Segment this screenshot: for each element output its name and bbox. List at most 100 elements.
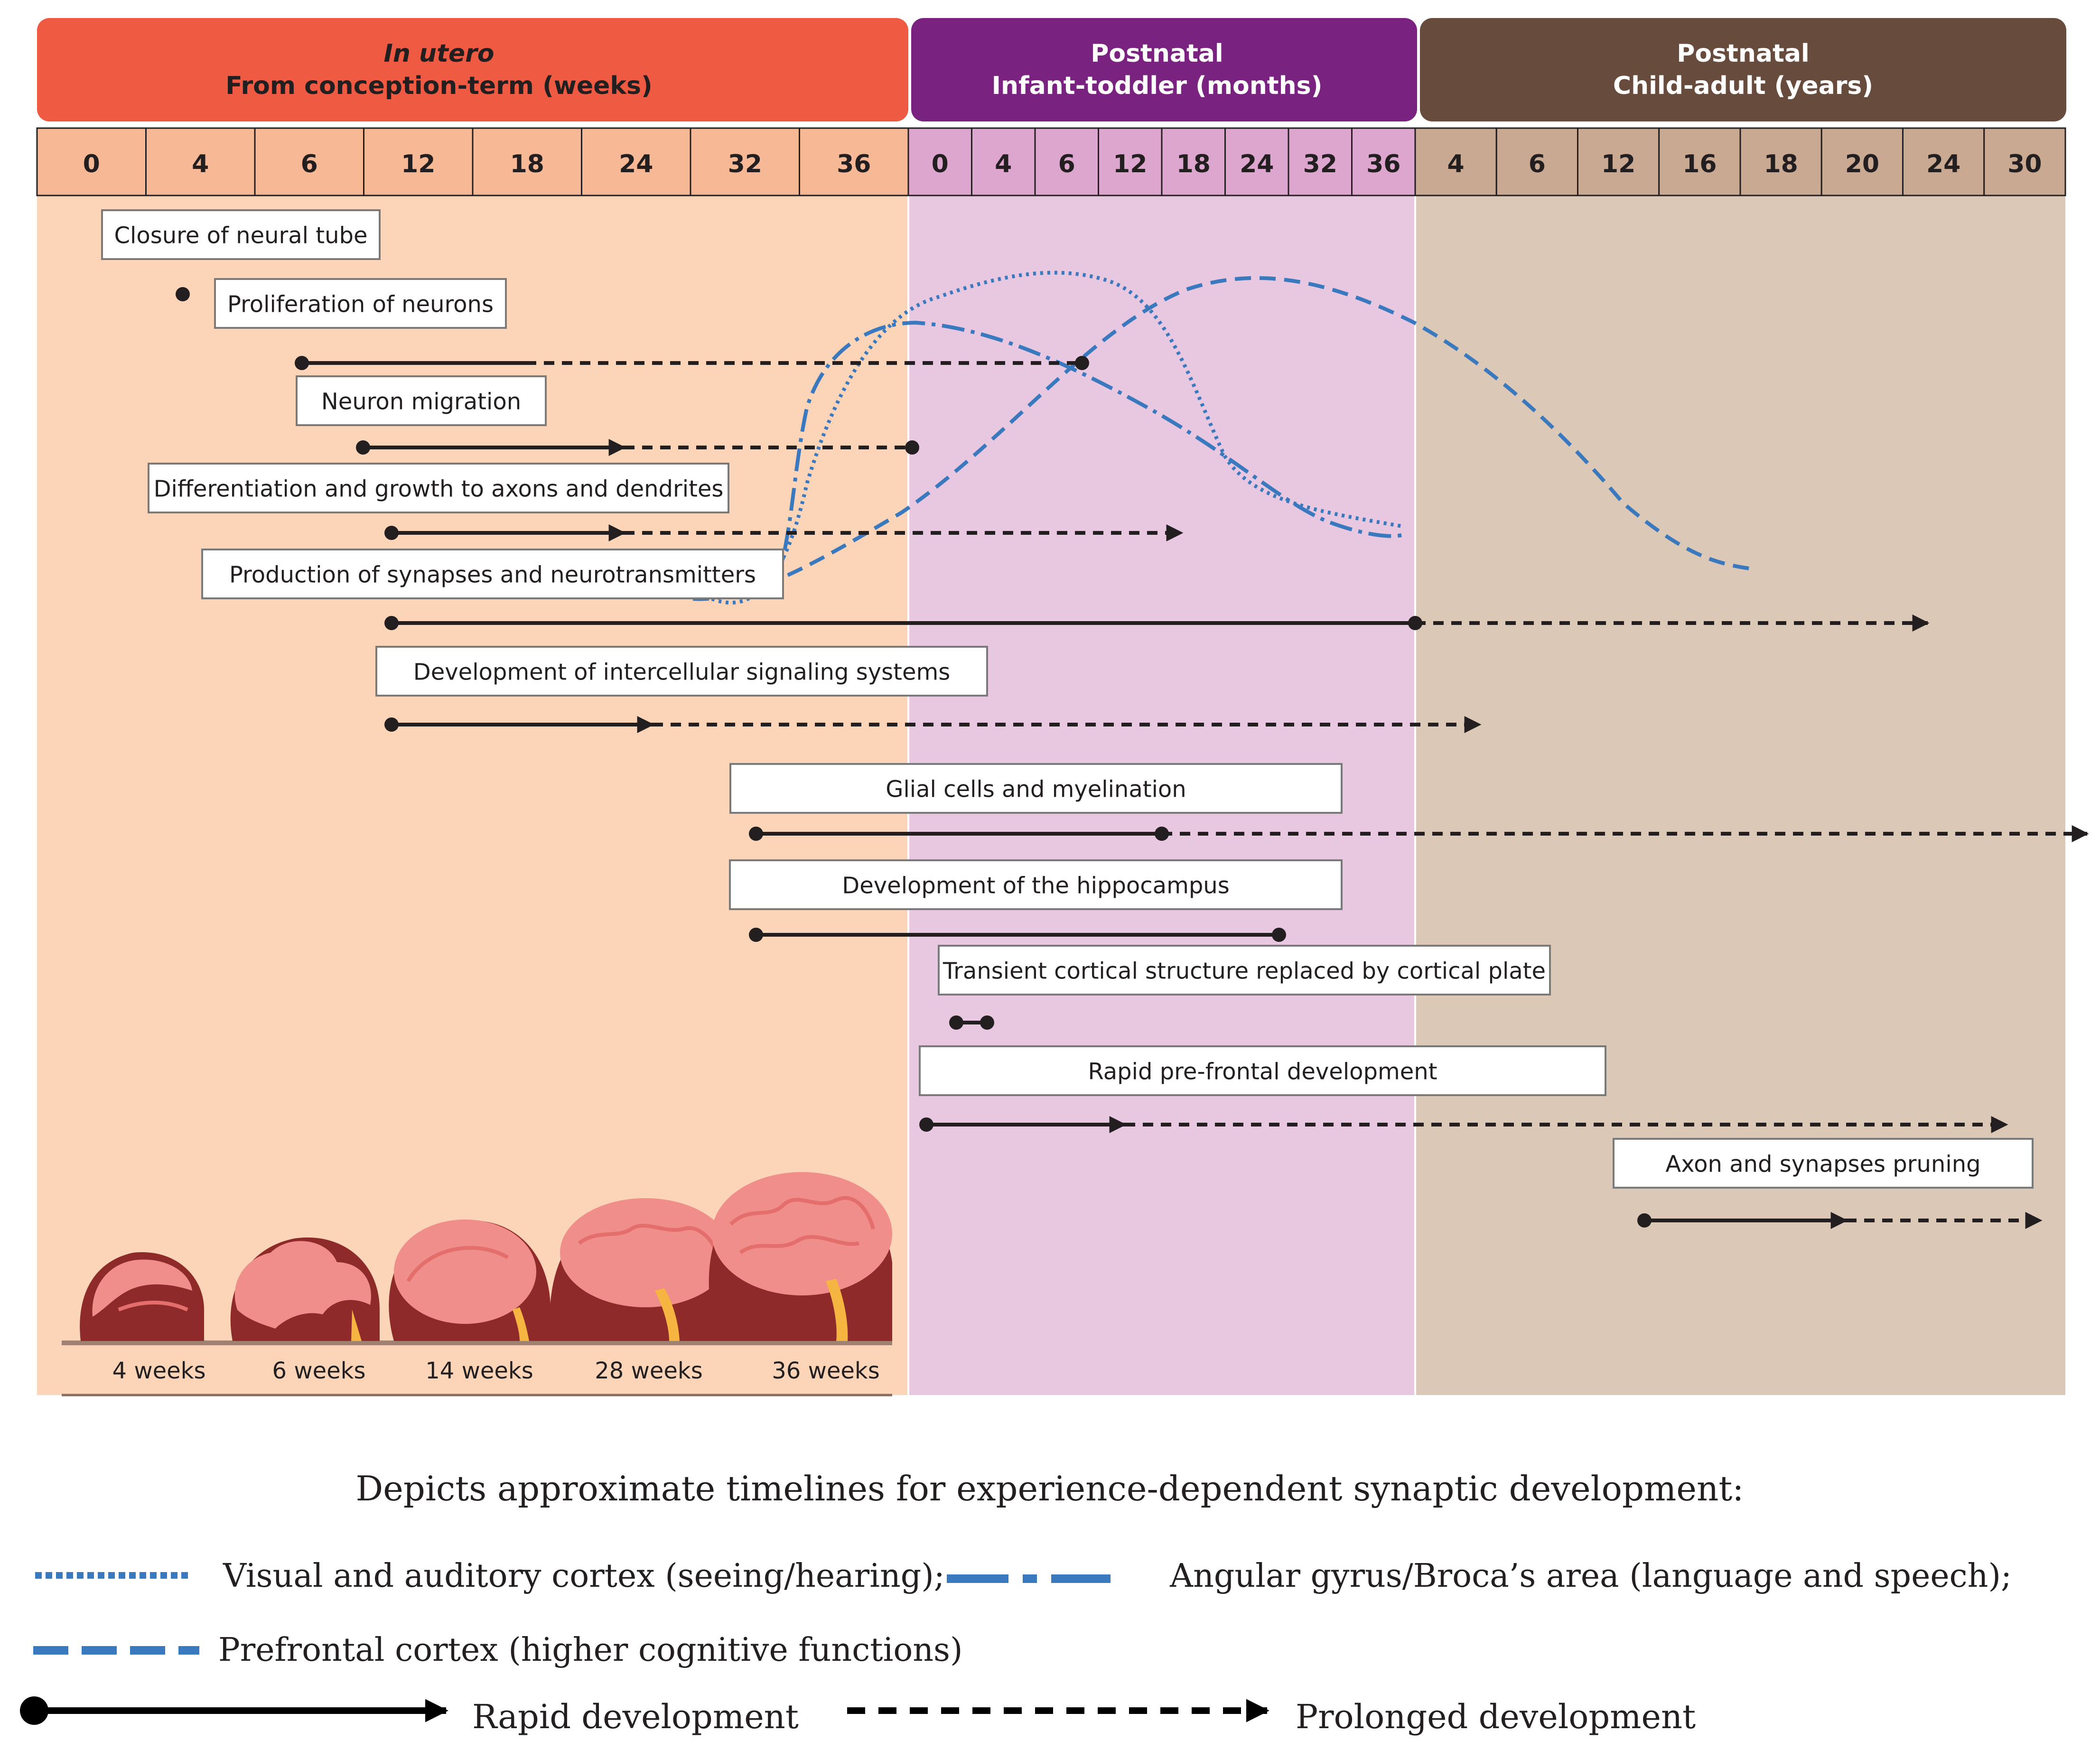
- legend: Depicts approximate timelines for experi…: [20, 1469, 2012, 1736]
- scale-tick-label: 18: [510, 150, 544, 178]
- scale-cell-utero: [690, 127, 800, 196]
- scale-cell-utero: [581, 127, 691, 196]
- process-item: Development of intercellular signaling s…: [375, 646, 1482, 733]
- scale-cell-utero: [799, 127, 909, 196]
- scale-cell-infant: [1351, 127, 1416, 196]
- process-label: Rapid pre-frontal development: [1088, 1059, 1437, 1085]
- scale-cell-infant: [1161, 127, 1226, 196]
- scale-cell-child: [1820, 127, 1904, 196]
- scale-cell-infant: [1288, 127, 1353, 196]
- scale-tick-label: 0: [932, 150, 949, 178]
- bar-start-dot: [949, 1015, 963, 1030]
- process-label-box: [201, 549, 784, 599]
- scale-tick-label: 30: [2007, 150, 2042, 178]
- scale-tick-label: 6: [1529, 150, 1546, 178]
- child-background: [1415, 195, 2065, 1395]
- process-item: Closure of neural tube: [101, 209, 381, 301]
- scale-tick-label: 18: [1176, 150, 1211, 178]
- scale-tick-label: 24: [619, 150, 653, 178]
- header-child-line1: Postnatal: [1677, 39, 1810, 68]
- header-utero-line2: From conception-term (weeks): [225, 72, 652, 100]
- scale-cell-utero: [36, 127, 147, 196]
- legend-prefrontal-label: Prefrontal cortex (higher cognitive func…: [218, 1631, 962, 1669]
- scale-tick-label: 24: [1926, 150, 1960, 178]
- scale-cell-child: [1658, 127, 1741, 196]
- process-label: Transient cortical structure replaced by…: [943, 958, 1546, 985]
- process-label-box: [214, 278, 507, 329]
- header-child-line2: Child-adult (years): [1613, 72, 1873, 100]
- process-item: Axon and synapses pruning: [1613, 1138, 2043, 1229]
- bar-start-dot: [1637, 1213, 1652, 1228]
- process-label-box: [729, 859, 1343, 910]
- process-label-box: [729, 763, 1343, 814]
- bar-start-dot: [749, 928, 763, 942]
- brain-28-weeks: [550, 1198, 740, 1341]
- bar-start-dot: [749, 827, 763, 841]
- bar-start-dot: [295, 356, 309, 370]
- brain-36-weeks: [709, 1172, 892, 1341]
- process-label-box: [938, 945, 1551, 996]
- scale-cell-utero: [145, 127, 256, 196]
- header-infant: Postnatal Infant-toddler (months): [911, 18, 1417, 121]
- scale-tick-label: 24: [1240, 150, 1274, 178]
- process-item: Production of synapses and neurotransmit…: [201, 549, 1930, 632]
- process-item: Rapid pre-frontal development: [919, 1045, 2008, 1133]
- legend-angular-label: Angular gyrus/Broca’s area (language and…: [1169, 1557, 2012, 1595]
- bar-end-dot: [1075, 356, 1089, 370]
- scale-cell-infant: [1224, 127, 1289, 196]
- event-dot: [176, 287, 190, 301]
- brain-age-label: 28 weeks: [595, 1358, 702, 1384]
- scale-tick-label: 12: [401, 150, 435, 178]
- process-label: Production of synapses and neurotransmit…: [229, 562, 756, 588]
- process-label: Neuron migration: [321, 389, 521, 415]
- process-label-box: [1613, 1138, 2034, 1189]
- scale-tick-label: 12: [1113, 150, 1147, 178]
- process-label-box: [148, 463, 729, 513]
- legend-prolonged-label: Prolonged development: [1296, 1697, 1696, 1736]
- scale-tick-label: 4: [192, 150, 209, 178]
- scale-tick-label: 36: [837, 150, 871, 178]
- brain-age-label: 36 weeks: [772, 1358, 879, 1384]
- curve-prefrontal: [692, 276, 1756, 601]
- scale-tick-label: 32: [1303, 150, 1337, 178]
- brain-age-label: 14 weeks: [425, 1358, 533, 1384]
- scale-cell-child: [1414, 127, 1497, 196]
- scale-cell-child: [1902, 127, 1985, 196]
- curve-angular-broca: [773, 320, 1407, 589]
- bar-end-dot: [1272, 928, 1286, 942]
- header-utero-line1: In utero: [384, 39, 495, 68]
- scale-cell-child: [1577, 127, 1660, 196]
- scale-cell-child: [1495, 127, 1578, 196]
- header-child: Postnatal Child-adult (years): [1420, 18, 2066, 121]
- scale-tick-label: 36: [1366, 150, 1400, 178]
- scale-tick-label: 20: [1845, 150, 1879, 178]
- process-label: Differentiation and growth to axons and …: [154, 476, 724, 503]
- bar-start-dot: [919, 1117, 933, 1132]
- legend-rapid-label: Rapid development: [472, 1697, 799, 1736]
- process-label: Closure of neural tube: [114, 223, 368, 249]
- scale-tick-label: 4: [1447, 150, 1465, 178]
- scale-tick-label: 4: [995, 150, 1012, 178]
- process-item: Proliferation of neurons: [214, 278, 1089, 370]
- process-label-box: [101, 209, 381, 260]
- brain-4-weeks: [80, 1252, 204, 1341]
- bar-transition-dot: [1155, 827, 1169, 841]
- brain-age-label: 4 weeks: [112, 1358, 206, 1384]
- bar-transition-dot: [1408, 616, 1422, 630]
- bar-end-dot: [980, 1015, 994, 1030]
- process-item: Development of the hippocampus: [729, 859, 1343, 942]
- process-label: Development of intercellular signaling s…: [413, 659, 950, 686]
- scale-tick-label: 32: [728, 150, 762, 178]
- scale-tick-label: 0: [83, 150, 100, 178]
- process-label: Glial cells and myelination: [886, 776, 1186, 803]
- brain-14-weeks: [389, 1219, 551, 1341]
- process-label: Proliferation of neurons: [227, 291, 494, 318]
- scale-tick-label: 18: [1764, 150, 1798, 178]
- synaptic-curves: [692, 270, 1756, 605]
- process-label-box: [375, 646, 988, 697]
